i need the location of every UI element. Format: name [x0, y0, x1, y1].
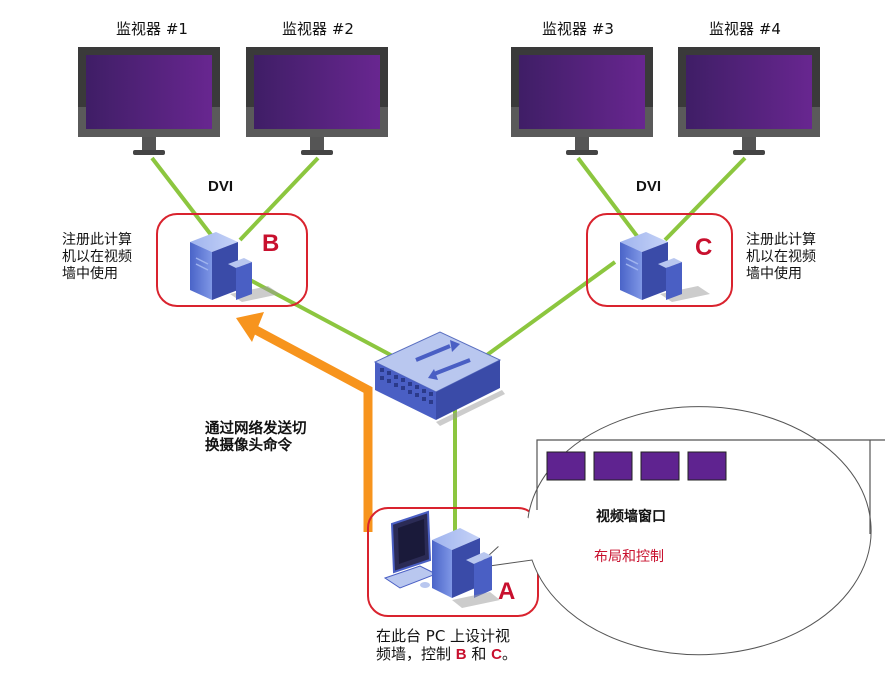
node-c-letter: C [695, 234, 713, 261]
caption-text: 频墙，控制 [376, 645, 456, 663]
command-description: 通过网络发送切 换摄像头命令 [205, 421, 307, 455]
node-c-description: 注册此计算 机以在视频 墙中使用 [746, 232, 816, 283]
monitor-3-label: 监视器 #3 [542, 20, 614, 38]
node-b-description: 注册此计算 机以在视频 墙中使用 [62, 232, 132, 283]
server-c-icon [620, 232, 710, 302]
monitor-2-label: 监视器 #2 [282, 20, 354, 38]
caption-node-b: B [455, 646, 467, 663]
bottom-caption-line2: 频墙，控制 B 和 C。 [376, 645, 517, 664]
monitor-2-icon [246, 47, 388, 155]
node-b-description-line: 机以在视频 [62, 249, 132, 265]
video-wall-tile [546, 451, 586, 481]
node-a-letter: A [498, 578, 516, 605]
link-c-monitor4 [663, 156, 747, 242]
link-c-switch [478, 260, 617, 362]
arrow-head-icon [236, 312, 264, 342]
command-description-line: 换摄像头命令 [205, 438, 292, 454]
video-wall-tile [640, 451, 680, 481]
dvi-label-left: DVI [208, 178, 234, 195]
node-b-description-line: 墙中使用 [62, 266, 118, 282]
link-b-monitor2 [238, 156, 320, 242]
monitor-1-label: 监视器 #1 [116, 20, 188, 38]
caption-text: 。 [502, 645, 518, 663]
node-c-frame [586, 213, 733, 307]
node-c-description-line: 墙中使用 [746, 266, 802, 282]
node-b-description-line: 注册此计算 [62, 232, 132, 248]
video-wall-tile [687, 451, 727, 481]
command-arrow [236, 312, 373, 532]
server-b-icon [190, 232, 280, 302]
caption-node-c: C [491, 646, 503, 663]
command-description-line: 通过网络发送切 [205, 421, 307, 437]
link-c-monitor3 [576, 156, 642, 242]
bottom-caption-line1: 在此台 PC 上设计视 [376, 627, 511, 645]
node-b-frame [156, 213, 308, 307]
monitor-1-icon [78, 47, 220, 155]
link-b-monitor1 [150, 156, 217, 242]
dvi-label-right: DVI [636, 178, 662, 195]
layout-and-control-label: 布局和控制 [594, 549, 664, 565]
monitor-4-icon [678, 47, 820, 155]
workstation-a-icon [383, 510, 500, 608]
node-c-description-line: 机以在视频 [746, 249, 816, 265]
video-wall-window-title: 视频墙窗口 [596, 509, 666, 525]
video-wall-window [536, 439, 885, 534]
node-b-letter: B [262, 230, 280, 257]
monitor-4-label: 监视器 #4 [709, 20, 781, 38]
video-wall-tile [593, 451, 633, 481]
speech-bubble [473, 406, 885, 656]
caption-text: 和 [466, 645, 492, 663]
monitor-3-icon [511, 47, 653, 155]
bottom-caption: 在此台 PC 上设计视 频墙，控制 B 和 C。 [376, 627, 517, 664]
node-c-description-line: 注册此计算 [746, 232, 816, 248]
network-switch-icon [373, 331, 505, 426]
